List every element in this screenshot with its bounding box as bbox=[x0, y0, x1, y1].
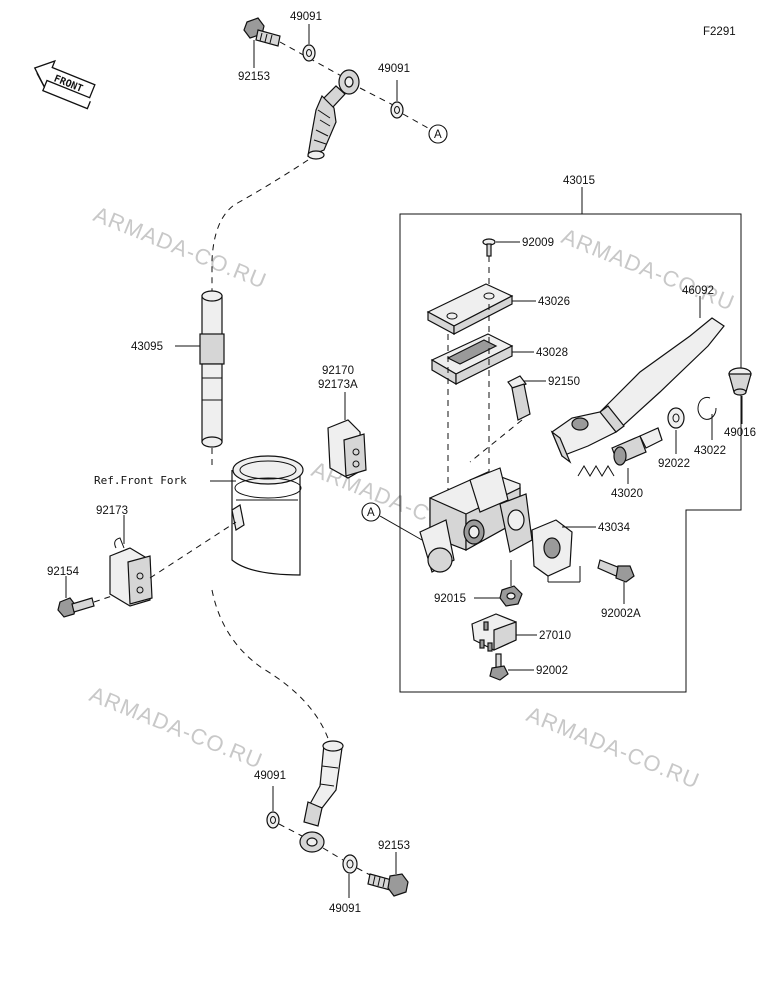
label-43022: 43022 bbox=[694, 445, 726, 457]
screw-92002 bbox=[489, 653, 509, 681]
label-92170: 92170 bbox=[322, 365, 354, 377]
callout-a-body bbox=[361, 502, 381, 522]
hose-43095 bbox=[199, 290, 225, 448]
watermark-4: ARMADA-CO.RU bbox=[86, 681, 266, 773]
label-49091-bottom2: 49091 bbox=[329, 903, 361, 915]
label-49091-bottom1: 49091 bbox=[254, 770, 286, 782]
circlip-43022 bbox=[697, 396, 717, 420]
label-92015: 92015 bbox=[434, 593, 466, 605]
label-43015: 43015 bbox=[563, 175, 595, 187]
reference-label: Ref.Front Fork bbox=[94, 474, 187, 487]
label-92153-bottom: 92153 bbox=[378, 840, 410, 852]
label-92154: 92154 bbox=[47, 566, 80, 578]
diaphragm-43028 bbox=[430, 333, 514, 386]
callout-a-body-label: A bbox=[367, 507, 375, 519]
front-arrow-icon: FRONT bbox=[33, 59, 96, 110]
front-fork bbox=[231, 455, 304, 576]
banjo-top bbox=[307, 69, 360, 160]
lever-46092 bbox=[550, 317, 725, 464]
label-92173A: 92173A bbox=[318, 379, 358, 391]
label-49091-top2: 49091 bbox=[378, 63, 410, 75]
label-92173: 92173 bbox=[96, 505, 128, 517]
clamp-upper bbox=[327, 419, 367, 479]
label-92002A: 92002A bbox=[601, 608, 641, 620]
watermark-1: ARMADA-CO.RU bbox=[90, 201, 270, 293]
label-49091-top1: 49091 bbox=[290, 11, 322, 23]
watermark-5: ARMADA-CO.RU bbox=[523, 701, 703, 793]
label-92009: 92009 bbox=[522, 237, 554, 249]
switch-27010 bbox=[471, 613, 517, 652]
callout-a-top bbox=[428, 124, 448, 144]
callout-a-top-label: A bbox=[434, 129, 442, 141]
washer-bottom-1 bbox=[266, 811, 280, 829]
washer-92022 bbox=[667, 407, 685, 429]
nut-92015 bbox=[499, 585, 523, 607]
label-46092: 46092 bbox=[682, 285, 714, 297]
cap-43026 bbox=[426, 283, 514, 336]
clamp-lower bbox=[109, 537, 153, 607]
label-92150: 92150 bbox=[548, 376, 580, 388]
piston-kit-43020 bbox=[577, 427, 663, 477]
label-43026: 43026 bbox=[538, 296, 570, 308]
holder-43034 bbox=[531, 519, 573, 577]
washer-bottom-2 bbox=[342, 854, 358, 874]
figure-code: F2291 bbox=[703, 26, 736, 38]
label-43020: 43020 bbox=[611, 488, 643, 500]
master-cylinder-body bbox=[419, 467, 533, 573]
label-27010: 27010 bbox=[539, 630, 571, 642]
label-43034: 43034 bbox=[598, 522, 631, 534]
label-92153-top: 92153 bbox=[238, 71, 270, 83]
washer-top-2 bbox=[390, 101, 404, 119]
bolt-bottom bbox=[367, 873, 409, 897]
bolt-top bbox=[243, 17, 281, 47]
pivot-bolt-92150 bbox=[507, 375, 531, 421]
label-43095: 43095 bbox=[131, 341, 163, 353]
washer-top-1 bbox=[302, 44, 316, 62]
label-92002: 92002 bbox=[536, 665, 568, 677]
hose-lower bbox=[299, 740, 344, 853]
bolt-92002A bbox=[597, 559, 635, 583]
assembly-box bbox=[399, 213, 742, 693]
screw-92009 bbox=[482, 238, 496, 257]
watermark-2: ARMADA-CO.RU bbox=[558, 223, 738, 315]
bolt-92154 bbox=[57, 597, 95, 618]
boot-49016 bbox=[728, 367, 752, 396]
label-49016: 49016 bbox=[724, 427, 756, 439]
label-43028: 43028 bbox=[536, 347, 568, 359]
label-92022: 92022 bbox=[658, 458, 690, 470]
